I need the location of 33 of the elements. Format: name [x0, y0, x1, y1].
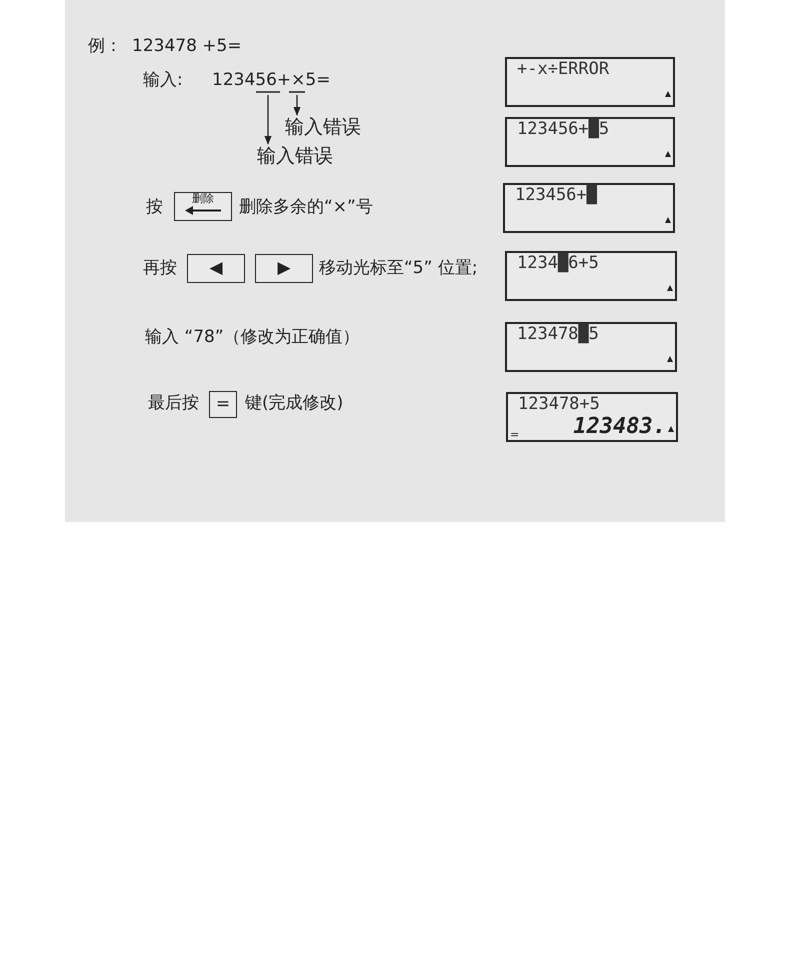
key-button: ▶: [255, 254, 313, 283]
display-text: 123478+5: [518, 394, 600, 414]
instruction-text: 删除多余的“×”号: [239, 197, 373, 217]
instruction-text: 移动光标至“5” 位置;: [319, 258, 478, 278]
display-indicator: =: [510, 429, 520, 440]
display-text: 123456+█: [515, 185, 597, 205]
instruction-text: 最后按: [148, 393, 199, 413]
instruction-text: 123456+×5=: [212, 70, 330, 90]
instruction-text: 例：: [88, 36, 122, 56]
calculator-display: [503, 183, 675, 233]
annotation-text: 输入错误: [257, 146, 333, 166]
calculator-display: [506, 392, 678, 442]
instruction-text: 按: [146, 197, 163, 217]
display-text: 1234█6+5: [517, 253, 599, 273]
calculator-display: [505, 57, 675, 107]
instruction-text: 输入:: [143, 70, 183, 90]
calculator-display: [505, 322, 677, 372]
display-result: 123483.: [573, 414, 666, 439]
key-button: ◀: [187, 254, 245, 283]
display-text: 123478█5: [517, 324, 599, 344]
display-text: +-x÷ERROR: [517, 59, 610, 79]
instruction-text: 输入 “78”（修改为正确值）: [145, 327, 360, 347]
arrow: [293, 95, 301, 116]
instruction-text: 123478 +5=: [132, 36, 242, 56]
instruction-text: 键(完成修改): [245, 393, 344, 413]
arrow: [264, 95, 272, 145]
calculator-display: [505, 251, 677, 301]
annotation-text: 输入错误: [285, 117, 361, 137]
display-text: 123456+█5: [517, 119, 610, 139]
key-button: =: [209, 391, 237, 418]
instruction-text: 再按: [143, 258, 177, 278]
calculator-display: [505, 117, 675, 167]
key-button: 删除: [174, 192, 232, 221]
